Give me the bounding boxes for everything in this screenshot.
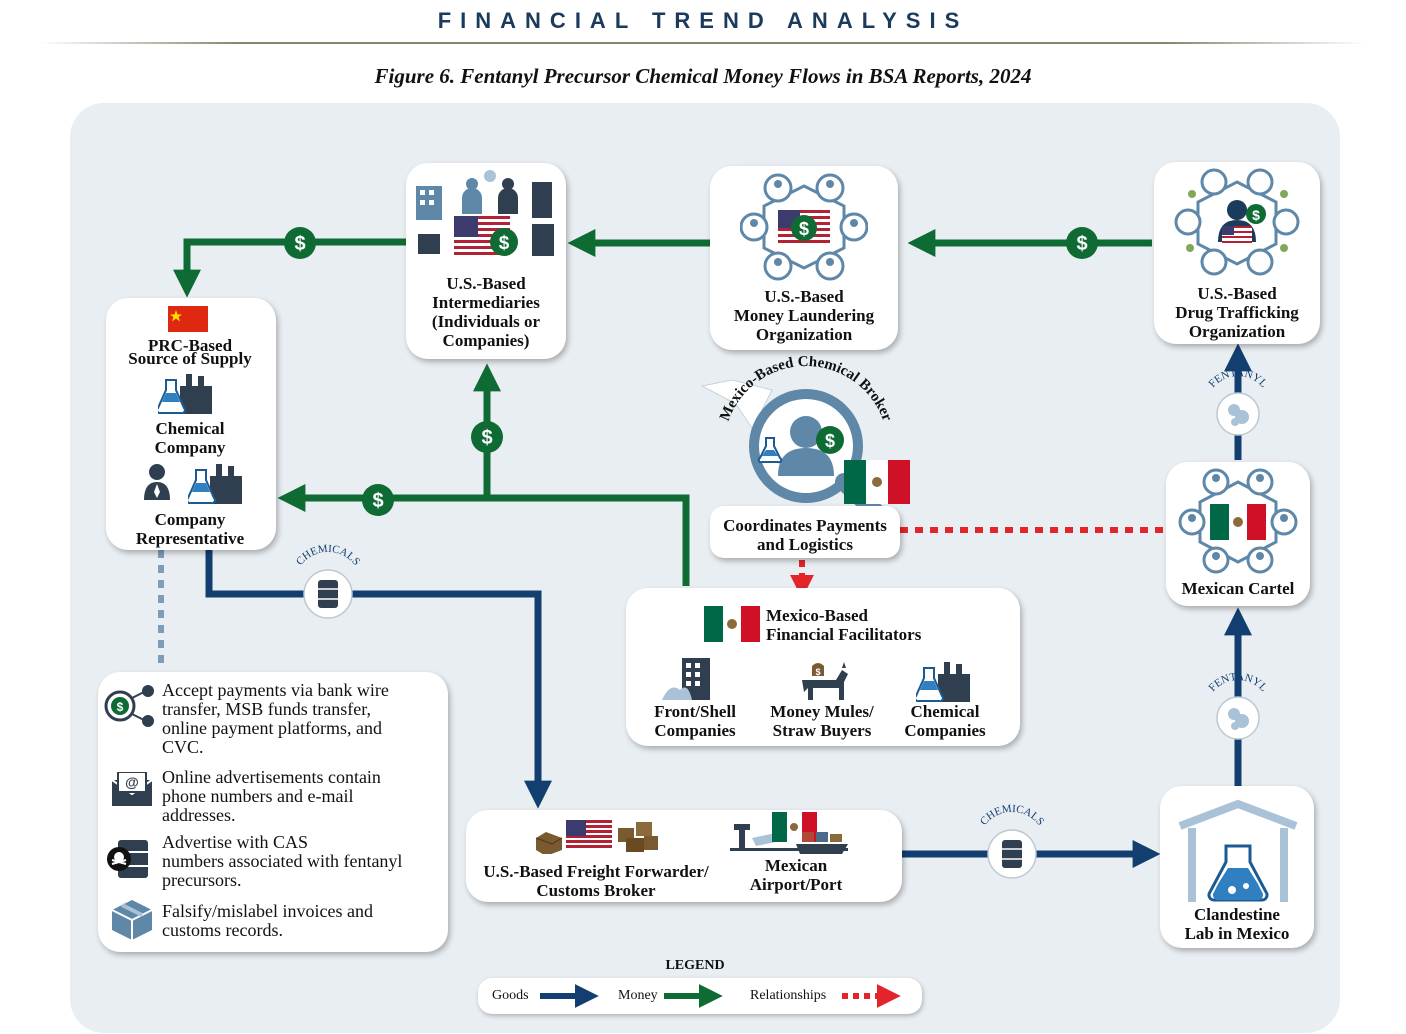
report-header: FINANCIAL TREND ANALYSIS (437, 8, 969, 33)
chemical-company-label: Chemical Company (154, 419, 226, 457)
figure-caption: Figure 6. Fentanyl Precursor Chemical Mo… (374, 64, 1032, 88)
header-rule (40, 42, 1366, 44)
fentanyl-label: FENTANYL (1206, 671, 1269, 694)
legend-swatches (540, 984, 901, 1008)
goods-flow-prc-to-forwarder (205, 548, 552, 809)
money-mules-label: Money Mules/ Straw Buyers (770, 702, 874, 740)
chemical-factory-icon (188, 464, 242, 504)
mx-facilitators-label: Mexico-Based Financial Facilitators (766, 606, 922, 644)
dollar-icon: $ (294, 233, 305, 255)
front-shell-company-icon (662, 658, 710, 700)
toxic-barrel-icon (107, 840, 148, 878)
dollar-icon: $ (815, 667, 820, 677)
clandestine-lab-label: Clandestine Lab in Mexico (1184, 905, 1290, 943)
dollar-icon: $ (117, 700, 124, 714)
dollar-icon: $ (499, 233, 510, 254)
us-dto-box (1154, 162, 1320, 344)
chemicals-badge: CHEMICALS (294, 543, 362, 619)
money-flow-facilitators-to-prc (277, 484, 690, 586)
mexican-cartel-label: Mexican Cartel (1181, 579, 1295, 598)
broker-role-label: Coordinates Payments and Logistics (723, 516, 887, 554)
us-intermediaries-label: U.S.-Based Intermediaries (Individuals o… (431, 274, 541, 350)
dollar-icon: $ (1066, 227, 1098, 259)
legend-relationships-label: Relationships (750, 988, 827, 1003)
dollar-icon: $ (1252, 207, 1260, 223)
company-representative-label: Company Representative (135, 510, 245, 548)
chemicals-label: CHEMICALS (978, 803, 1046, 828)
svg-text:@: @ (125, 774, 139, 790)
svg-text:CHEMICALS: CHEMICALS (978, 803, 1046, 828)
person-suit-icon (144, 464, 170, 500)
network-organization-icon: $ (740, 173, 868, 281)
chemicals-label: CHEMICALS (294, 543, 362, 568)
us-mlo-label: U.S.-Based Money Laundering Organization (733, 287, 875, 344)
box-icon (111, 900, 153, 940)
chem-companies-label: Chemical Companies (904, 702, 986, 740)
dollar-icon: $ (825, 431, 835, 451)
us-mlo-box (710, 166, 898, 350)
clandestine-lab-icon (1178, 799, 1298, 902)
dollar-icon: $ (362, 484, 394, 516)
indicator-text-2: Online advertisements contain phone numb… (162, 767, 381, 825)
dollar-icon: $ (1076, 233, 1087, 255)
dollar-icon: $ (799, 219, 809, 239)
indicator-text-1: Accept payments via bank wire transfer, … (162, 680, 389, 757)
mexican-airport-port-label: Mexican Airport/Port (749, 856, 843, 894)
payment-network-icon: $ (104, 685, 154, 727)
email-at-icon: @ (111, 772, 153, 806)
money-mule-icon: $ (802, 662, 848, 700)
china-flag-icon (168, 306, 208, 332)
prc-title-line1: PRC-Based (147, 336, 233, 355)
money-flow-intermediaries-to-prc (173, 238, 408, 298)
freight-port-box (466, 810, 902, 902)
dollar-icon: $ (372, 490, 383, 512)
dollar-icon: $ (481, 427, 492, 449)
indicator-text-3: Advertise with CAS numbers associated wi… (162, 832, 403, 890)
chemicals-badge: CHEMICALS (978, 803, 1046, 879)
legend-title: LEGEND (665, 958, 725, 973)
indicators-box (98, 672, 448, 952)
drug-trafficking-network-icon: $ (1174, 168, 1300, 276)
fentanyl-label: FENTANYL (1206, 367, 1269, 390)
legend-goods-label: Goods (492, 988, 529, 1003)
svg-text:CHEMICALS: CHEMICALS (294, 543, 362, 568)
mexico-flag-icon (704, 606, 760, 642)
cartel-network-icon (1178, 468, 1298, 574)
fentanyl-badge: FENTANYL (1206, 671, 1270, 740)
broker-role-box (710, 506, 900, 558)
prc-source-box (106, 298, 276, 550)
chemical-factory-icon (158, 374, 212, 414)
chemical-factory-icon (916, 662, 970, 702)
airport-port-icon (730, 812, 848, 854)
svg-text:FENTANYL: FENTANYL (1206, 367, 1269, 390)
svg-text:FENTANYL: FENTANYL (1206, 671, 1269, 694)
us-dto-label: U.S.-Based Drug Trafficking Organization (1175, 284, 1299, 341)
front-shell-label: Front/Shell Companies (654, 702, 736, 740)
freight-forwarder-label: U.S.-Based Freight Forwarder/ Customs Br… (483, 862, 709, 900)
prc-title-line2: Source of Supply (128, 349, 252, 368)
dollar-icon: $ (471, 421, 503, 453)
buildings-people-icon: $ (416, 170, 554, 256)
legend-money-label: Money (618, 988, 658, 1003)
fentanyl-badge: FENTANYL (1206, 367, 1270, 436)
indicator-text-4: Falsify/mislabel invoices and customs re… (162, 901, 373, 940)
freight-flag-boxes-icon (536, 820, 658, 854)
dollar-icon: $ (284, 227, 316, 259)
